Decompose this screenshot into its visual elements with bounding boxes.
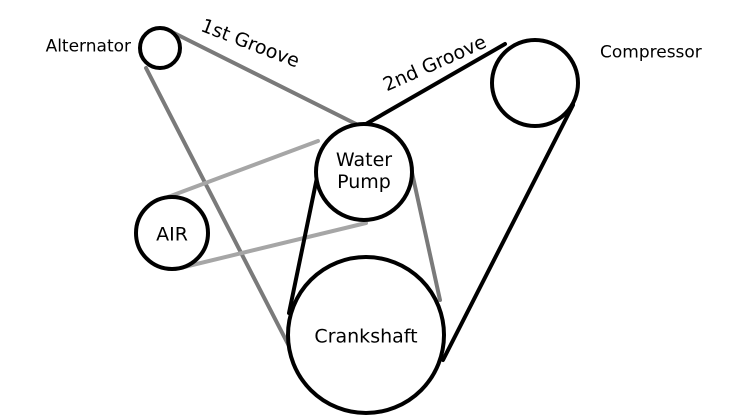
first-groove-belt-alternator-to-water-pump <box>164 27 368 131</box>
first-groove-belt-alternator-to-crankshaft <box>144 66 292 350</box>
air-belt-top-run <box>158 139 320 202</box>
compressor-label: Compressor <box>600 42 702 63</box>
second-groove-belt-crankshaft-to-water-pump <box>287 161 322 315</box>
second-groove-belt-water-pump-to-compressor <box>364 42 507 126</box>
crankshaft-pulley <box>286 255 446 415</box>
compressor-pulley <box>490 38 580 128</box>
water-pump-pulley <box>314 122 414 222</box>
water-pump-label: Water Pump <box>335 149 393 194</box>
water-pump-label-line1: Water <box>335 149 393 172</box>
alternator-pulley <box>138 26 182 70</box>
first-groove-belt <box>144 27 442 350</box>
air-pump-label: AIR <box>156 223 188 246</box>
air-pump-belt <box>158 139 368 270</box>
second-groove-belt <box>287 42 575 362</box>
first-groove-belt-water-pump-to-crankshaft <box>409 166 442 302</box>
air-pump-pulley <box>134 195 210 271</box>
second-groove-belt-compressor-to-crankshaft <box>441 103 575 362</box>
water-pump-label-line2: Pump <box>337 171 391 193</box>
air-belt-bottom-run <box>178 221 368 270</box>
crankshaft-label: Crankshaft <box>314 325 418 348</box>
alternator-label: Alternator <box>45 36 131 57</box>
